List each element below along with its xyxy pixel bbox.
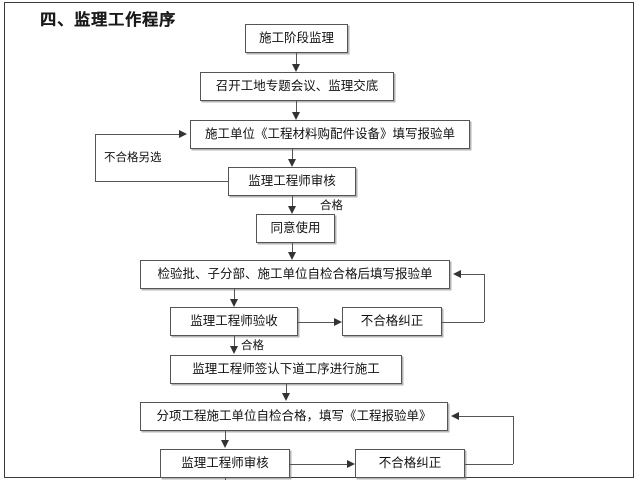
node-contractor-material-inspection-form[interactable]: 施工单位《工程材料购配件设备》填写报验单 [190, 120, 470, 149]
arrowhead-n7-n8 [334, 317, 342, 326]
connector-loop-top-vertical [95, 134, 96, 182]
connector-n11-n12 [290, 464, 347, 465]
node-nonconformance-correction-bottom[interactable]: 不合格纠正 [355, 449, 465, 478]
edge-label-unqualified-reselect: 不合格另选 [104, 150, 162, 164]
node-site-meeting-briefing[interactable]: 召开工地专题会议、监理交底 [200, 72, 394, 101]
connector-loop-bottom-horizontal-lower [465, 464, 513, 465]
connector-n1-n2 [296, 53, 297, 65]
connector-n10-n11 [225, 431, 226, 440]
arrowhead-n10-n11 [220, 440, 229, 448]
connector-loop-top-horizontal-upper [95, 134, 179, 135]
connector-loop-mid-horizontal-upper [461, 274, 484, 275]
arrowhead-n5-n6 [287, 252, 296, 260]
connector-n7-n8 [298, 322, 334, 323]
arrowhead-n2-n3 [291, 112, 300, 120]
connector-loop-top-horizontal-lower [95, 181, 228, 182]
arrowhead-n11-n12 [347, 459, 355, 468]
connector-loop-bottom-vertical [513, 416, 514, 464]
arrowhead-loop-mid-into-n6 [453, 269, 461, 278]
arrowhead-n7-n9 [229, 346, 238, 354]
node-inspection-lot-self-check-form[interactable]: 检验批、子分部、施工单位自检合格后填写报验单 [140, 260, 450, 289]
connector-n5-n6 [292, 243, 293, 252]
node-construction-stage-supervision[interactable]: 施工阶段监理 [245, 24, 348, 53]
connector-n3-n4 [292, 149, 293, 159]
connector-n9-n10 [286, 384, 287, 393]
edge-label-qualified-1: 合格 [320, 198, 343, 212]
connector-n4-n5 [292, 196, 293, 206]
arrowhead-n1-n2 [291, 64, 300, 72]
node-supervisor-signoff-next-process[interactable]: 监理工程师签认下道工序进行施工 [170, 355, 402, 384]
edge-label-qualified-2: 合格 [241, 338, 264, 352]
connector-n11-continues-below [225, 478, 226, 480]
node-supervisor-acceptance[interactable]: 监理工程师验收 [170, 307, 298, 336]
node-supervisor-review-bottom[interactable]: 监理工程师审核 [160, 449, 290, 478]
arrowhead-loop-bottom-into-n10 [451, 411, 459, 420]
arrowhead-n6-n7 [229, 299, 238, 307]
page-title: 四、监理工作程序 [40, 10, 177, 29]
connector-loop-mid-horizontal-lower [442, 322, 484, 323]
node-subitem-self-check-report-form[interactable]: 分项工程施工单位自检合格，填写《工程报验单》 [140, 402, 448, 431]
connector-n2-n3 [296, 101, 297, 112]
connector-loop-mid-vertical [484, 274, 485, 322]
connector-n7-n9 [234, 336, 235, 346]
node-supervisor-review-top[interactable]: 监理工程师审核 [228, 167, 356, 196]
node-approve-use[interactable]: 同意使用 [256, 214, 335, 243]
connector-n6-n7 [234, 289, 235, 299]
arrowhead-n3-n4 [287, 159, 296, 167]
arrowhead-loop-top-into-n3 [179, 129, 187, 138]
connector-loop-bottom-horizontal-upper [459, 416, 513, 417]
arrowhead-n9-n10 [281, 393, 290, 401]
node-nonconformance-correction-middle[interactable]: 不合格纠正 [342, 307, 442, 336]
arrowhead-n4-n5 [287, 206, 296, 214]
